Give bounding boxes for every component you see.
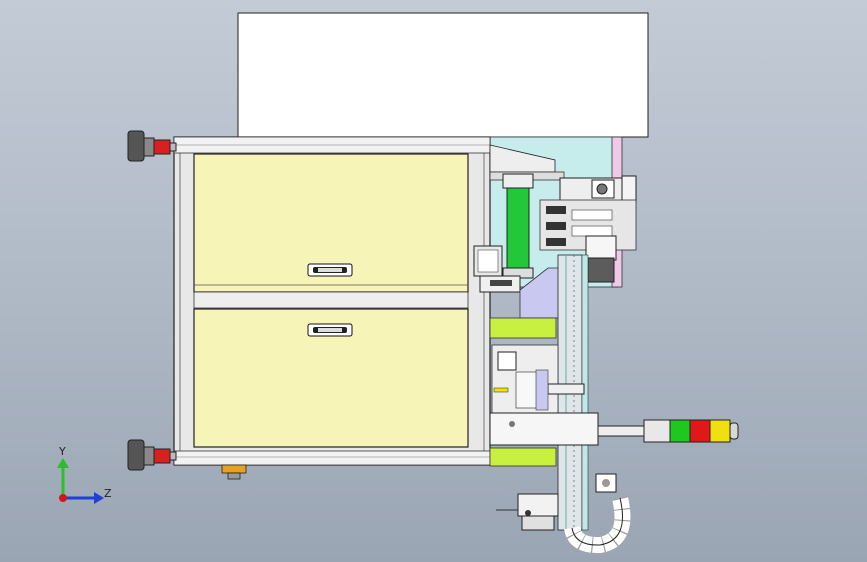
lime-block-upper[interactable] [489, 317, 557, 339]
leveling-foot-bottom[interactable] [127, 439, 177, 471]
y-axis-label: Y [58, 445, 66, 458]
drawer-divider-rail [193, 291, 469, 309]
middle-sensor-block[interactable] [491, 344, 585, 414]
upper-cabinet[interactable] [237, 12, 649, 138]
pneumatic-cylinder[interactable] [502, 173, 534, 279]
coordinate-triad: Y Z [57, 445, 112, 504]
cable-drag-chain[interactable] [564, 473, 631, 554]
lower-gripper[interactable] [496, 493, 559, 531]
bottom-caster[interactable] [221, 464, 247, 480]
lower-drawer[interactable] [193, 308, 469, 448]
upper-drawer-handle[interactable] [307, 263, 353, 277]
upper-right-assembly[interactable] [539, 175, 637, 283]
z-axis-label: Z [104, 487, 112, 500]
horizontal-actuator[interactable] [489, 412, 645, 446]
lime-block-lower[interactable] [489, 447, 557, 467]
lower-drawer-handle[interactable] [307, 323, 353, 337]
signal-tower-light[interactable] [643, 419, 739, 443]
upper-drawer[interactable] [193, 153, 469, 293]
stepper-motor[interactable] [473, 245, 521, 293]
leveling-foot-top[interactable] [127, 130, 177, 162]
